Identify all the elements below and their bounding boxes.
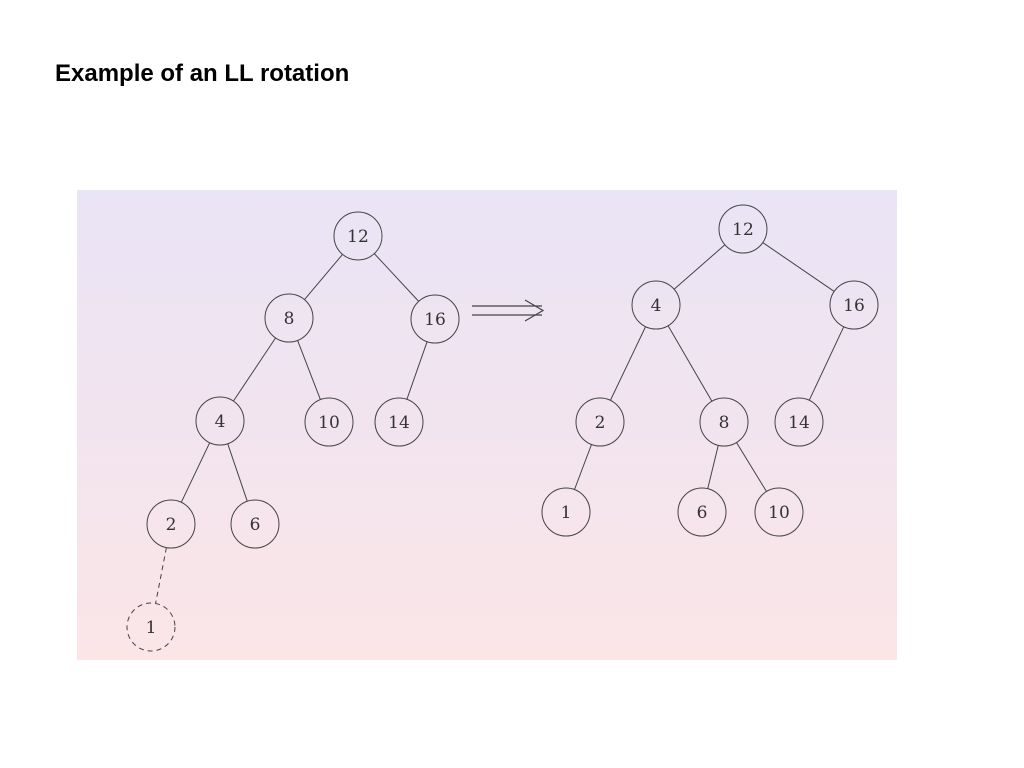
after-edge-12-16 xyxy=(762,242,835,292)
after-node-16-label: 16 xyxy=(843,296,865,316)
after-node-10: 10 xyxy=(754,487,804,537)
before-node-12-label: 12 xyxy=(347,227,369,247)
after-node-4-label: 4 xyxy=(651,296,662,316)
before-edge-4-6 xyxy=(227,443,248,502)
before-node-4-circle xyxy=(195,396,245,446)
after-node-12-circle xyxy=(718,204,768,254)
before-node-6: 6 xyxy=(230,499,280,549)
before-node-6-circle xyxy=(230,499,280,549)
after-node-14-circle xyxy=(774,397,824,447)
after-node-14-label: 14 xyxy=(788,413,810,433)
after-node-16-circle xyxy=(829,280,879,330)
after-edge-8-10 xyxy=(736,442,767,492)
after-node-8: 8 xyxy=(699,397,749,447)
after-node-2-circle xyxy=(575,397,625,447)
after-edges xyxy=(574,242,845,492)
before-node-16: 16 xyxy=(410,294,460,344)
after-node-1-label: 1 xyxy=(561,503,572,523)
before-node-6-label: 6 xyxy=(250,515,261,535)
before-node-14-circle xyxy=(374,397,424,447)
before-node-1-circle xyxy=(126,602,176,652)
before-node-12-circle xyxy=(333,211,383,261)
before-node-4-label: 4 xyxy=(215,412,226,432)
before-node-14-label: 14 xyxy=(388,413,410,433)
after-node-10-circle xyxy=(754,487,804,537)
before-edge-12-8 xyxy=(304,254,343,300)
after-node-8-circle xyxy=(699,397,749,447)
after-node-1: 1 xyxy=(541,487,591,537)
after-node-6: 6 xyxy=(677,487,727,537)
after-node-6-circle xyxy=(677,487,727,537)
before-node-10-label: 10 xyxy=(318,413,340,433)
transition-arrow xyxy=(472,299,545,322)
after-edge-4-2 xyxy=(609,326,647,401)
before-node-8-circle xyxy=(264,293,314,343)
before-node-1-label: 1 xyxy=(146,618,157,638)
before-edges xyxy=(155,253,428,604)
before-node-1: 1 xyxy=(126,602,176,652)
diagram-background xyxy=(77,190,897,660)
before-edge-4-2 xyxy=(180,442,211,503)
before-node-2-circle xyxy=(146,499,196,549)
after-edge-4-8 xyxy=(667,325,713,402)
before-edge-8-10 xyxy=(297,340,321,400)
before-node-12: 12 xyxy=(333,211,383,261)
after-edge-2-1 xyxy=(574,444,592,490)
before-node-16-label: 16 xyxy=(424,310,446,330)
slide-title: Example of an LL rotation xyxy=(55,60,350,87)
after-node-12-label: 12 xyxy=(732,220,754,240)
before-node-8: 8 xyxy=(264,293,314,343)
after-node-14: 14 xyxy=(774,397,824,447)
after-node-4-circle xyxy=(631,280,681,330)
before-edge-12-16 xyxy=(373,253,420,302)
before-node-16-circle xyxy=(410,294,460,344)
before-node-14: 14 xyxy=(374,397,424,447)
after-node-16: 16 xyxy=(829,280,879,330)
after-node-2: 2 xyxy=(575,397,625,447)
after-node-12: 12 xyxy=(718,204,768,254)
before-edge-16-14 xyxy=(406,341,428,400)
before-node-10-circle xyxy=(304,397,354,447)
after-edge-16-14 xyxy=(808,326,845,401)
before-edge-8-4 xyxy=(232,337,277,402)
after-node-8-label: 8 xyxy=(719,413,730,433)
before-node-8-label: 8 xyxy=(284,309,295,329)
after-node-10-label: 10 xyxy=(768,503,790,523)
before-edge-2-1 xyxy=(155,547,167,604)
before-node-2-label: 2 xyxy=(166,515,177,535)
after-edge-8-6 xyxy=(707,445,719,489)
after-edge-12-4 xyxy=(673,244,726,290)
before-node-2: 2 xyxy=(146,499,196,549)
before-node-4: 4 xyxy=(195,396,245,446)
after-node-1-circle xyxy=(541,487,591,537)
before-node-10: 10 xyxy=(304,397,354,447)
after-node-2-label: 2 xyxy=(595,413,606,433)
after-node-4: 4 xyxy=(631,280,681,330)
after-node-6-label: 6 xyxy=(697,503,708,523)
